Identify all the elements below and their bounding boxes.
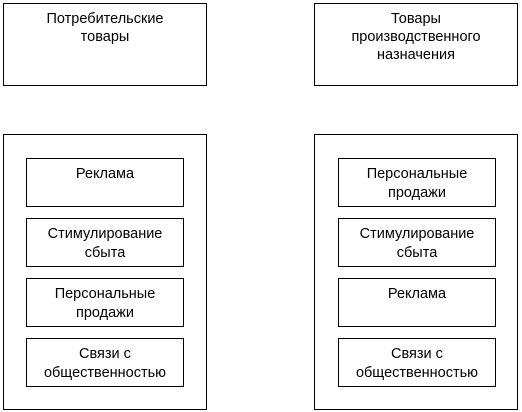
consumer-item-4: Связи с общественностью [26, 338, 184, 387]
industrial-item-1-label: Персональные продажи [366, 166, 468, 201]
consumer-item-1-label: Реклама [75, 166, 135, 182]
consumer-item-4-label: Связи с общественностью [43, 346, 167, 381]
industrial-item-2-label: Стимулирование сбыта [359, 226, 475, 261]
industrial-item-3: Реклама [338, 278, 496, 327]
industrial-item-1: Персональные продажи [338, 158, 496, 207]
consumer-item-3-label: Персональные продажи [54, 286, 156, 321]
consumer-item-2-label: Стимулирование сбыта [47, 226, 163, 261]
consumer-item-1: Реклама [26, 158, 184, 207]
industrial-item-2: Стимулирование сбыта [338, 218, 496, 267]
industrial-item-3-label: Реклама [387, 286, 447, 302]
consumer-goods-box: Потребительские товары [3, 3, 207, 86]
industrial-goods-group: Персональные продажи Стимулирование сбыт… [314, 134, 518, 410]
industrial-goods-title: Товары производственного назначения [351, 11, 481, 63]
industrial-item-4: Связи с общественностью [338, 338, 496, 387]
consumer-item-2: Стимулирование сбыта [26, 218, 184, 267]
consumer-item-3: Персональные продажи [26, 278, 184, 327]
consumer-goods-title: Потребительские товары [46, 11, 164, 45]
industrial-item-4-label: Связи с общественностью [355, 346, 479, 381]
industrial-goods-box: Товары производственного назначения [314, 3, 518, 86]
consumer-goods-group: Реклама Стимулирование сбыта Персональны… [3, 134, 207, 410]
